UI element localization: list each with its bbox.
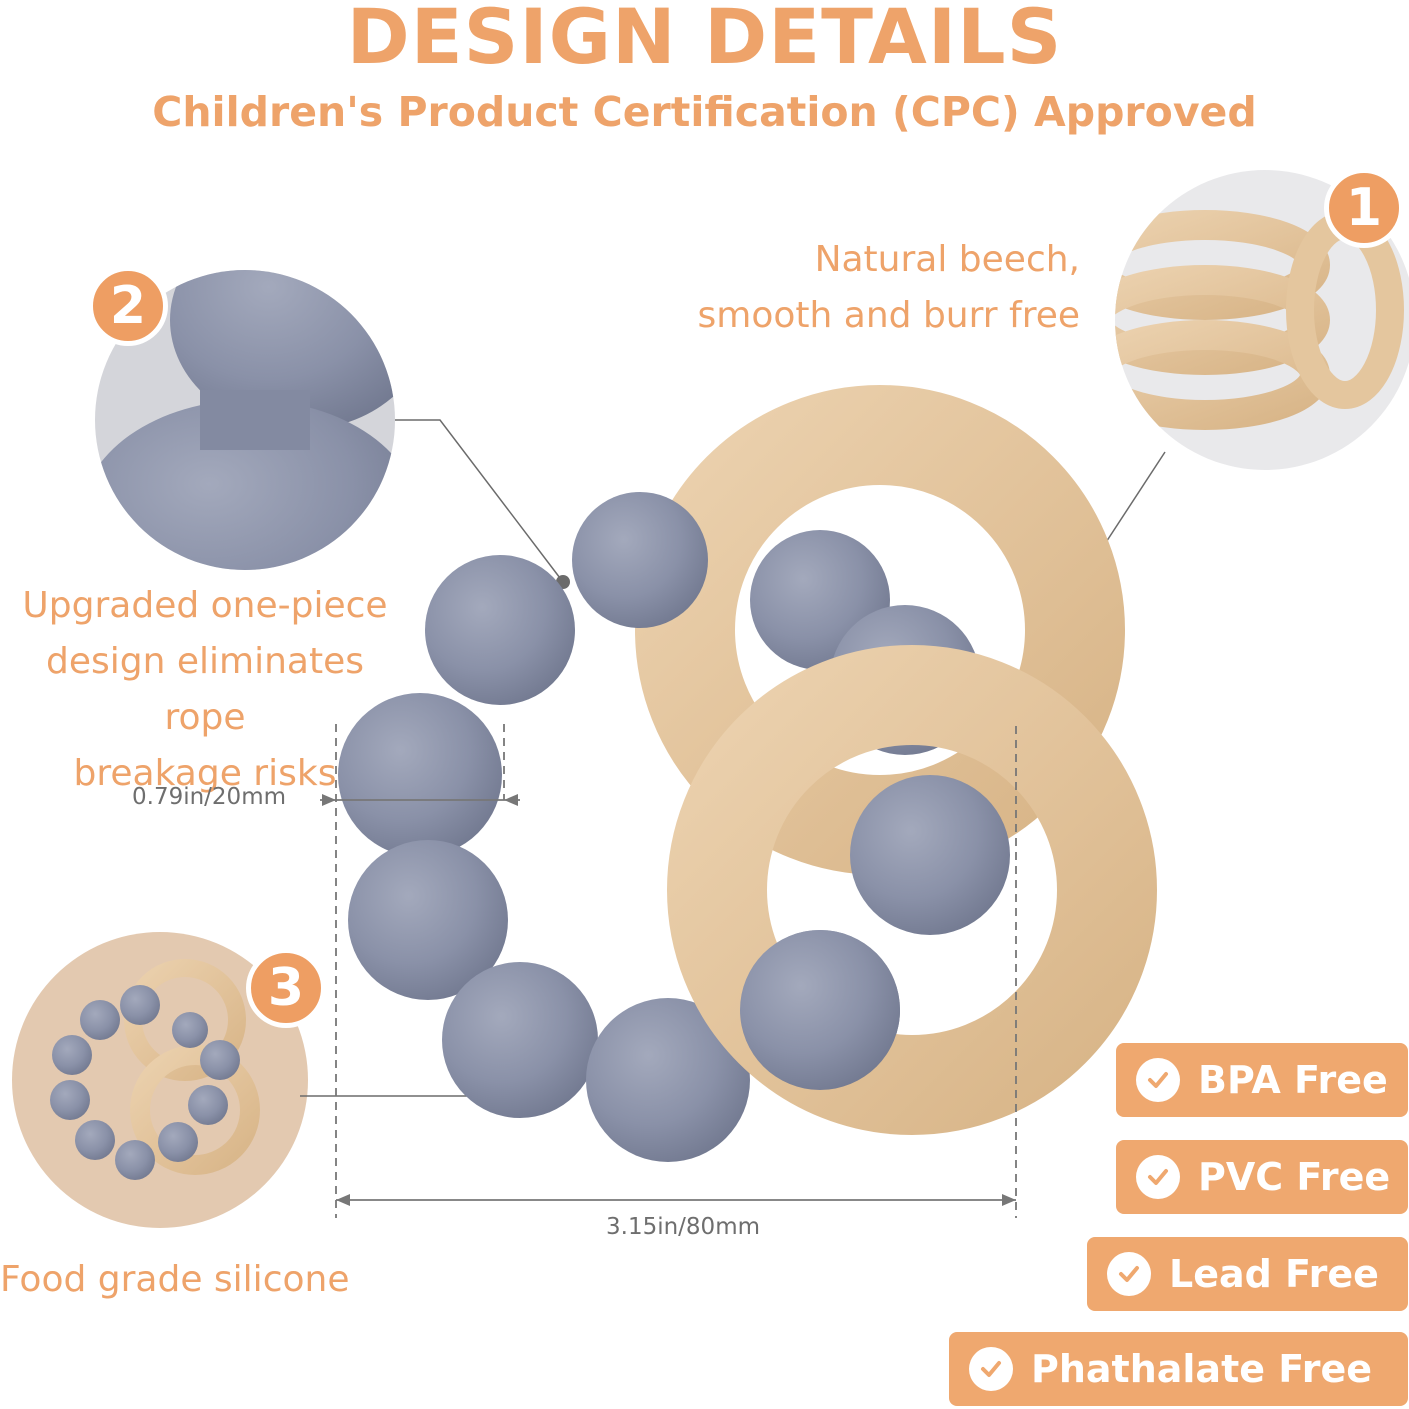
badge-label: Lead Free xyxy=(1169,1252,1379,1296)
callout-line: Upgraded one-piece xyxy=(22,585,388,626)
badge-pvc-free: PVC Free xyxy=(1116,1140,1408,1214)
dimension-bead-label: 0.79in/20mm xyxy=(132,784,287,810)
inset-product-on-sand xyxy=(12,932,308,1228)
badge-label: PVC Free xyxy=(1198,1155,1391,1199)
callout-one-piece-design: Upgraded one-piece design eliminates rop… xyxy=(0,578,410,802)
callout-line: breakage risks xyxy=(73,753,337,794)
callout-line: smooth and burr free xyxy=(697,295,1080,336)
dimension-width-label: 3.15in/80mm xyxy=(606,1214,761,1240)
number-marker-3: 3 xyxy=(246,948,326,1028)
check-circle-icon xyxy=(1107,1252,1151,1296)
number-marker-2: 2 xyxy=(88,266,168,346)
inset-silicone-closeup xyxy=(95,270,395,570)
callout-line: design eliminates rope xyxy=(46,641,364,738)
check-circle-icon xyxy=(969,1347,1013,1391)
check-circle-icon xyxy=(1136,1155,1180,1199)
badge-bpa-free: BPA Free xyxy=(1116,1043,1408,1117)
badge-lead-free: Lead Free xyxy=(1087,1237,1408,1311)
badge-phathalate-free: Phathalate Free xyxy=(949,1332,1408,1406)
number-marker-1: 1 xyxy=(1324,168,1404,248)
page-title: DESIGN DETAILS xyxy=(346,0,1063,81)
callout-food-grade: Food grade silicone xyxy=(0,1252,400,1308)
callout-line: Food grade silicone xyxy=(0,1259,350,1300)
callout-natural-beech: Natural beech, smooth and burr free xyxy=(600,232,1080,344)
page-subtitle: Children's Product Certification (CPC) A… xyxy=(152,88,1257,136)
dimension-markers xyxy=(320,724,1017,1218)
callout-line: Natural beech, xyxy=(814,239,1080,280)
badge-label: Phathalate Free xyxy=(1031,1347,1373,1391)
wooden-ring-front xyxy=(667,645,1157,1135)
check-circle-icon xyxy=(1136,1058,1180,1102)
badge-label: BPA Free xyxy=(1198,1058,1388,1102)
